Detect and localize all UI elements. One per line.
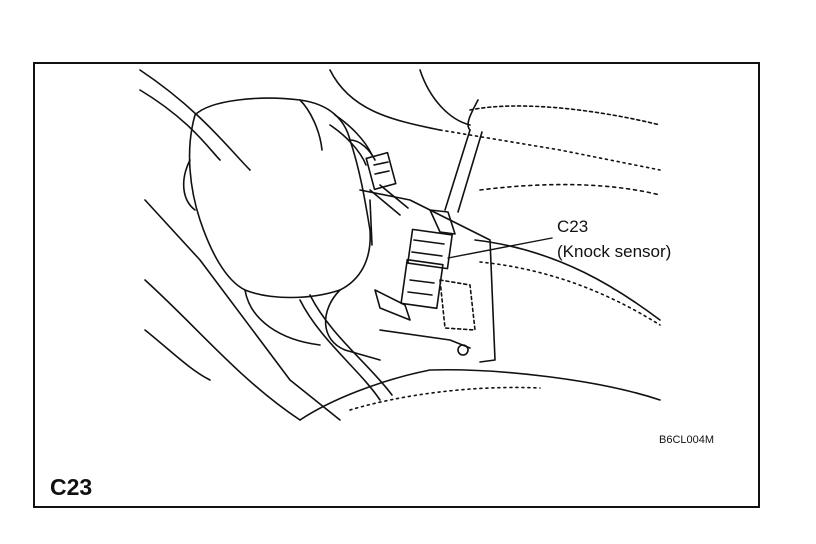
knock-sensor-connector: [374, 209, 456, 321]
diagram-frame: [33, 62, 760, 508]
figure-id-label: B6CL004M: [659, 434, 715, 446]
engine-block-surface: [359, 189, 496, 363]
callout-leader-line: [447, 237, 553, 259]
callout-code-label: C23: [557, 217, 589, 236]
callout-component-name: (Knock sensor): [557, 242, 672, 261]
secondary-connector: [365, 151, 397, 191]
corner-connector-label: C23: [50, 474, 93, 500]
engine-body-outline: [139, 69, 661, 421]
wire-harness: [299, 99, 483, 401]
hand-illustration: [182, 97, 381, 361]
